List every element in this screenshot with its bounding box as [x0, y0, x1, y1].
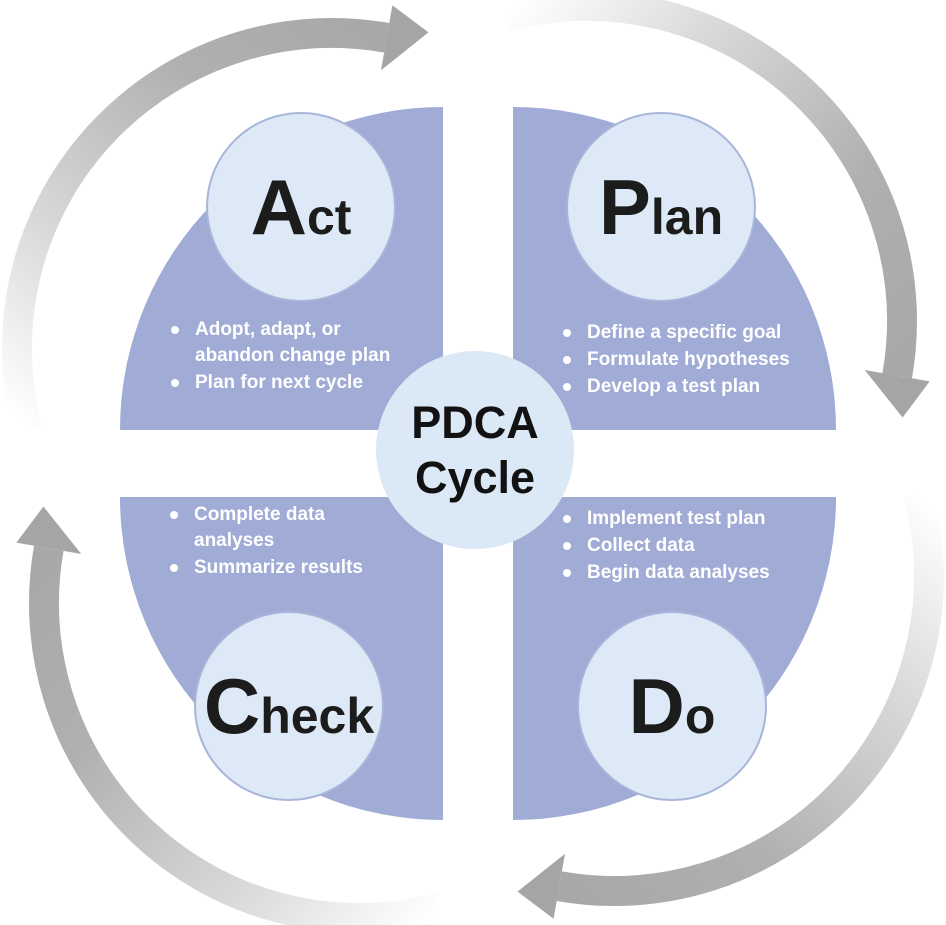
plan-bullet-2: Formulate hypotheses — [561, 347, 831, 373]
check-bullet-2: Summarize results — [168, 555, 428, 581]
arrow-bottom-left — [16, 506, 445, 925]
do-bullet-1: Implement test plan — [561, 506, 841, 532]
check-label-circle: Check — [194, 611, 384, 801]
plan-bullet-1: Define a specific goal — [561, 320, 831, 346]
arrow-top-left — [2, 5, 429, 434]
center-title-line2: Cycle — [414, 452, 536, 503]
arrowhead-left — [16, 506, 82, 554]
plan-letter-big: P — [598, 163, 651, 251]
do-bullet-list: Implement test plan Collect data Begin d… — [561, 506, 841, 587]
check-letter-rest: heck — [260, 688, 375, 744]
check-letter-big: C — [203, 662, 261, 750]
arrow-bottom-right — [517, 490, 944, 919]
do-bullet-3: Begin data analyses — [561, 560, 841, 586]
center-title-line1: PDCA — [411, 397, 539, 448]
act-label: Act — [251, 168, 352, 246]
arrowhead-top — [381, 5, 429, 71]
plan-bullet-list: Define a specific goal Formulate hypothe… — [561, 320, 831, 401]
plan-label-circle: Plan — [566, 112, 756, 302]
arrowhead-right — [864, 370, 930, 418]
act-letter-rest: ct — [306, 189, 352, 245]
do-letter-big: D — [628, 662, 685, 750]
check-label: Check — [204, 667, 374, 745]
plan-bullet-3: Develop a test plan — [561, 374, 831, 400]
do-letter-rest: o — [684, 688, 716, 744]
act-bullet-1: Adopt, adapt, or abandon change plan — [169, 317, 419, 369]
do-label-circle: Do — [577, 611, 767, 801]
plan-letter-rest: lan — [650, 189, 724, 245]
check-bullet-list: Complete data analyses Summarize results — [168, 502, 428, 582]
plan-label: Plan — [599, 168, 723, 246]
act-bullet-list: Adopt, adapt, or abandon change plan Pla… — [169, 317, 419, 397]
do-label: Do — [629, 667, 716, 745]
arrow-top-right — [501, 0, 930, 418]
act-label-circle: Act — [206, 112, 396, 302]
act-bullet-2: Plan for next cycle — [169, 370, 419, 396]
center-circle: PDCA Cycle — [376, 351, 574, 549]
do-bullet-2: Collect data — [561, 533, 841, 559]
act-letter-big: A — [250, 163, 307, 251]
check-bullet-1: Complete data analyses — [168, 502, 428, 554]
arrowhead-bottom — [517, 853, 565, 919]
